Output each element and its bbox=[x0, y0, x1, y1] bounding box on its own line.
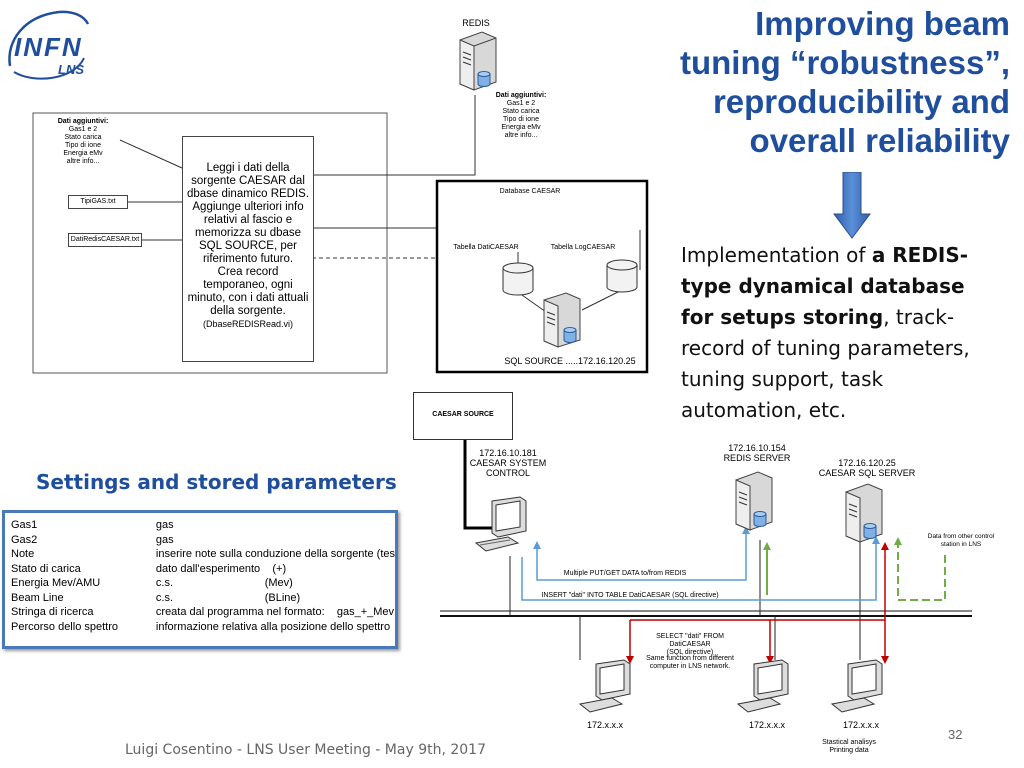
redis-put-get-label: Multiple PUT/GET DATA to/from REDIS bbox=[563, 570, 687, 577]
sql-server-label: 172.16.120.25 CAESAR SQL SERVER bbox=[818, 458, 916, 478]
insert-sql-label: INSERT "dati" INTO TABLE DatiCAESAR (SQL… bbox=[541, 592, 719, 599]
file-datiredis: DatiRedisCAESAR.txt bbox=[68, 233, 142, 247]
caesar-source-box: CAESAR SOURCE bbox=[413, 392, 513, 440]
redis-extra-info: Dati aggiuntivi: Gas1 e 2 Stato carica T… bbox=[495, 92, 547, 139]
process-box: Leggi i dati della sorgente CAESAR dal d… bbox=[182, 136, 314, 362]
sql-server-net-icon bbox=[845, 483, 883, 543]
control-label: 172.16.10.181 CAESAR SYSTEM CONTROL bbox=[469, 448, 547, 478]
infn-logo: INFN LNS bbox=[4, 6, 94, 84]
left-extra-info: Dati aggiuntivi: Gas1 e 2 Stato carica T… bbox=[57, 118, 109, 165]
select-sql-label: SELECT "dati" FROM DatiCAESAR (SQL direc… bbox=[656, 633, 724, 656]
file-tipigas: TipiGAS.txt bbox=[68, 195, 128, 209]
sql-server-icon bbox=[543, 292, 581, 348]
down-arrow-icon bbox=[833, 172, 871, 239]
logo-sub: LNS bbox=[58, 62, 84, 77]
top-diagram-lines bbox=[32, 95, 649, 374]
table-logcaesar: Tabella LogCAESAR bbox=[550, 244, 616, 251]
client-ip-label: 172.x.x.x bbox=[748, 720, 786, 730]
sql-source-label: SQL SOURCE .....172.16.120.25 bbox=[504, 356, 636, 366]
slide-title: Improving beam tuning “robustness”, repr… bbox=[680, 5, 1010, 159]
implementation-text: Implementation of a REDIS-type dynamical… bbox=[681, 243, 970, 422]
section-title: Settings and stored parameters bbox=[36, 470, 397, 494]
control-computer-icon bbox=[474, 496, 527, 552]
client-computer-icon bbox=[830, 659, 883, 713]
logo-text: INFN bbox=[14, 32, 83, 62]
redis-label: REDIS bbox=[462, 18, 490, 28]
page-number: 32 bbox=[948, 727, 963, 742]
redis-server-label: 172.16.10.154 REDIS SERVER bbox=[723, 443, 791, 463]
client-computer-icon bbox=[736, 659, 789, 713]
statistical-analysis-label: Stastical analisys Printing data bbox=[822, 739, 876, 754]
client-ip-label: 172.x.x.x bbox=[842, 720, 880, 730]
redis-server-net-icon bbox=[735, 471, 773, 531]
table-daticaesar: Tabella DatiCAESAR bbox=[453, 244, 519, 251]
same-function-label: Same function from different computer in… bbox=[646, 655, 734, 670]
db-title: Database CAESAR bbox=[499, 188, 561, 195]
client-computer-icon bbox=[578, 659, 631, 713]
logo-swoosh-icon bbox=[8, 10, 90, 80]
client-ip-label: 172.x.x.x bbox=[586, 720, 624, 730]
other-station-label: Data from other control station in LNS bbox=[927, 533, 995, 548]
redis-server-icon bbox=[459, 31, 497, 91]
footer-text: Luigi Cosentino - LNS User Meeting - May… bbox=[125, 742, 486, 758]
